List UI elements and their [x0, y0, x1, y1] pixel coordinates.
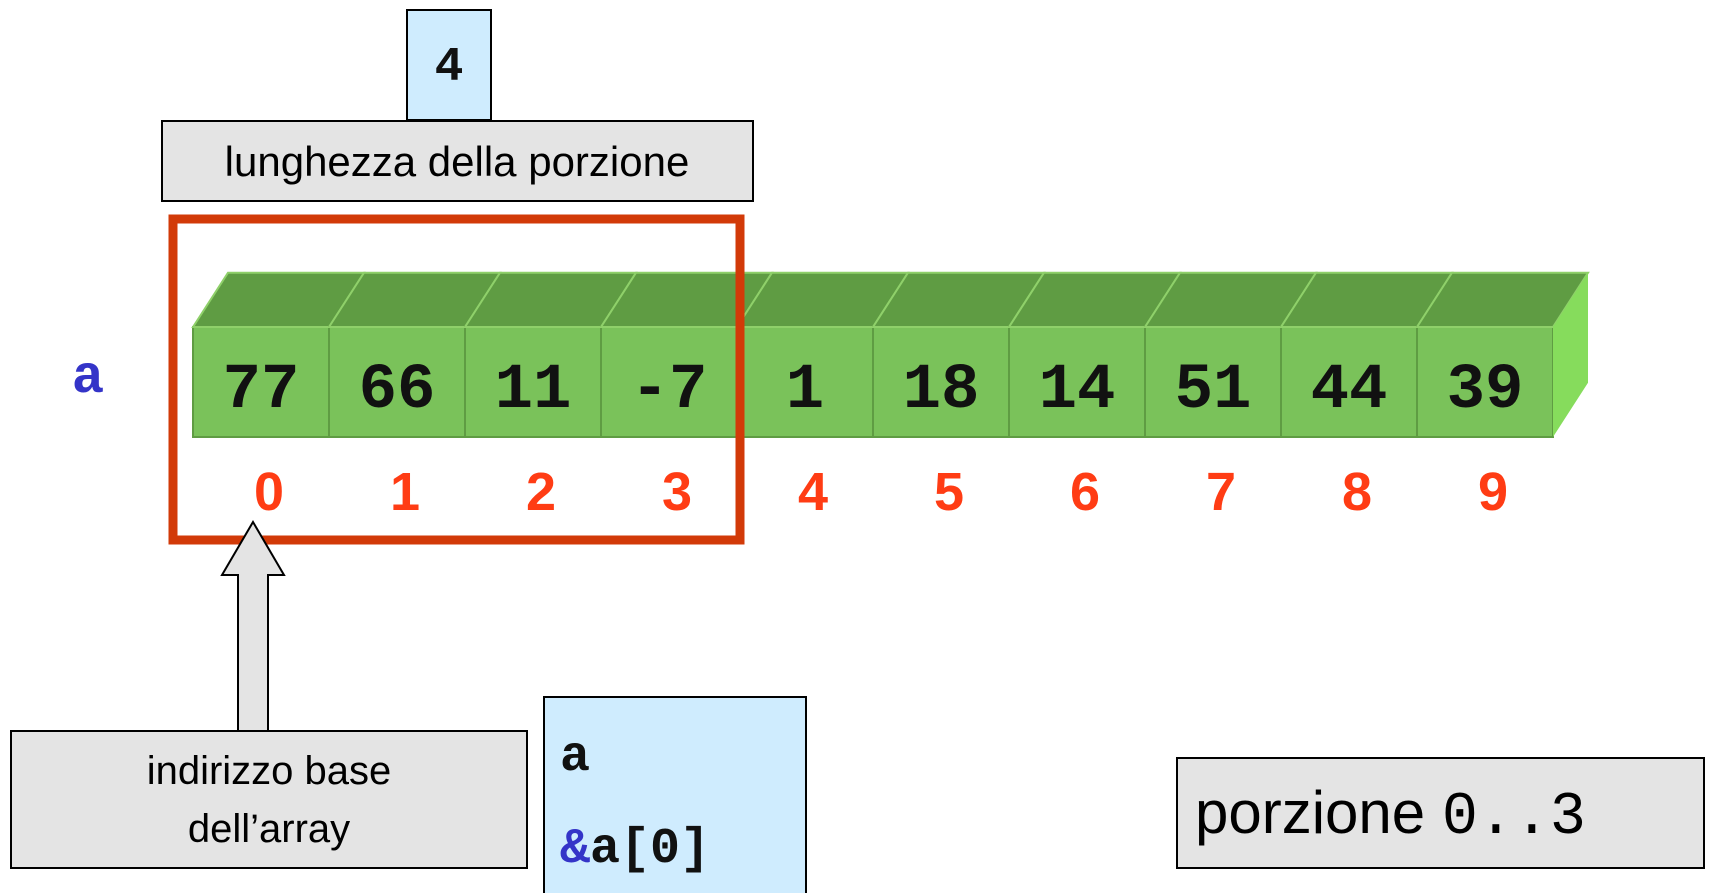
portion-label-text: porzione [1195, 779, 1442, 846]
cell-value: 1 [786, 355, 824, 427]
address-expression-line1: a [560, 729, 590, 786]
array-cell: 14 [1007, 271, 1182, 438]
cell-front-face [464, 326, 602, 438]
cell-value: 66 [359, 355, 436, 427]
index-label: 9 [1478, 462, 1508, 522]
address-operator: & [560, 821, 590, 878]
array-cells: 77 66 11 -7 1 18 14 51 44 39 [191, 271, 1590, 438]
array-cell: 77 [191, 271, 366, 438]
index-label: 7 [1206, 462, 1236, 522]
array-cell: 44 [1279, 271, 1454, 438]
cell-front-face [736, 326, 874, 438]
portion-label-box: porzione 0..3 [1176, 757, 1705, 869]
array-cell: 51 [1143, 271, 1318, 438]
index-label: 5 [934, 462, 964, 522]
cell-value: -7 [631, 355, 708, 427]
index-label: 2 [526, 462, 556, 522]
cell-value: 11 [495, 355, 572, 427]
cell-value: 18 [903, 355, 980, 427]
array-cell: 1 [735, 271, 910, 438]
array-cell: 66 [327, 271, 502, 438]
cell-front-face [1416, 326, 1554, 438]
cell-value: 77 [223, 355, 300, 427]
length-label: lunghezza della porzione [225, 138, 690, 185]
cell-front-face [600, 326, 738, 438]
length-value-box: 4 [406, 9, 492, 121]
cell-front-face [1144, 326, 1282, 438]
array-indices: 0 1 2 3 4 5 6 7 8 9 [254, 462, 1508, 522]
cell-value: 44 [1311, 355, 1388, 427]
index-label: 6 [1070, 462, 1100, 522]
array-cell: 18 [871, 271, 1046, 438]
address-operand: a[0] [590, 821, 710, 878]
portion-highlight [168, 214, 745, 545]
base-address-arrow [220, 520, 286, 732]
base-address-label-line1: indirizzo base [147, 749, 392, 793]
portion-label-range: 0..3 [1442, 784, 1586, 852]
address-expression-box: a &a[0] [543, 696, 807, 893]
cell-front-face [1280, 326, 1418, 438]
length-value: 4 [435, 41, 464, 95]
cell-front-face [872, 326, 1010, 438]
index-label: 3 [662, 462, 692, 522]
array-name-label: a [72, 348, 104, 409]
index-label: 0 [254, 462, 284, 522]
base-address-label-line2: dell’array [188, 807, 350, 851]
portion-label: porzione 0..3 [1195, 779, 1586, 852]
array-cell: 11 [463, 271, 638, 438]
index-label: 8 [1342, 462, 1372, 522]
cell-value: 14 [1039, 355, 1116, 427]
index-label: 4 [798, 462, 828, 522]
index-label: 1 [390, 462, 420, 522]
cell-value: 51 [1175, 355, 1252, 427]
cell-value: 39 [1447, 355, 1524, 427]
base-address-label-box: indirizzo base dell’array [10, 730, 528, 869]
cell-side-face [1553, 272, 1588, 437]
array-cell: 39 [1415, 271, 1590, 438]
address-expression-line2: &a[0] [560, 821, 710, 878]
array-cell: -7 [599, 271, 774, 438]
length-label-box: lunghezza della porzione [161, 120, 754, 202]
cell-front-face [328, 326, 466, 438]
